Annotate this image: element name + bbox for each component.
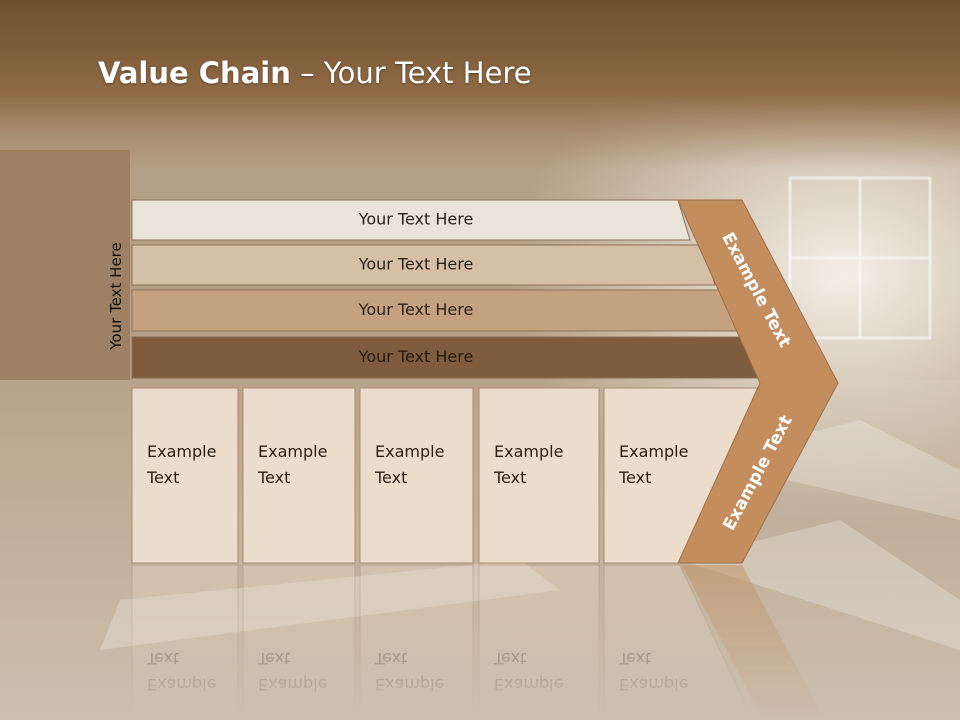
row-bar-2 xyxy=(131,244,716,286)
column-text-line2: Text xyxy=(494,468,527,487)
column-text-line2: Text xyxy=(147,468,180,487)
column-text-line2: Text xyxy=(258,468,291,487)
row-label-4: Your Text Here xyxy=(358,347,474,366)
chevron-arrow xyxy=(677,199,839,564)
column-text-line1: Example xyxy=(494,442,564,461)
column-text-line1: Example xyxy=(375,442,445,461)
column-reflection-5 xyxy=(603,564,754,720)
column-text-line1: Example xyxy=(619,442,689,461)
column-text-line2: Text xyxy=(619,468,652,487)
title-rest-part: – Your Text Here xyxy=(290,56,532,90)
column-reflection-text: Example xyxy=(619,675,688,694)
column-reflection-text: Text xyxy=(257,649,290,668)
title-bold-part: Value Chain xyxy=(98,56,291,90)
column-text-line1: Example xyxy=(147,442,217,461)
column-reflection-4 xyxy=(478,564,600,720)
column-box-4 xyxy=(478,387,600,564)
column-text-line1: Example xyxy=(258,442,328,461)
row-label-1: Your Text Here xyxy=(358,210,474,229)
column-reflection-text: Example xyxy=(147,675,216,694)
column-text-line2: Text xyxy=(375,468,408,487)
column-reflection-3 xyxy=(359,564,474,720)
column-reflection-text: Example xyxy=(258,675,327,694)
column-reflection-text: Text xyxy=(618,649,651,668)
column-box-3 xyxy=(359,387,474,564)
column-reflection-text: Text xyxy=(374,649,407,668)
row-bar-1 xyxy=(131,199,691,241)
slide-title: Value Chain – Your Text Here xyxy=(98,56,532,90)
row-label-3: Your Text Here xyxy=(358,300,474,319)
column-reflection-text: Text xyxy=(493,649,526,668)
column-reflection-2 xyxy=(242,564,356,720)
column-reflection-text: Example xyxy=(375,675,444,694)
column-reflection-text: Example xyxy=(494,675,563,694)
column-box-1 xyxy=(131,387,239,564)
column-reflection-text: Text xyxy=(146,649,179,668)
row-label-2: Your Text Here xyxy=(358,255,474,274)
column-box-2 xyxy=(242,387,356,564)
column-reflection-1 xyxy=(131,564,239,720)
